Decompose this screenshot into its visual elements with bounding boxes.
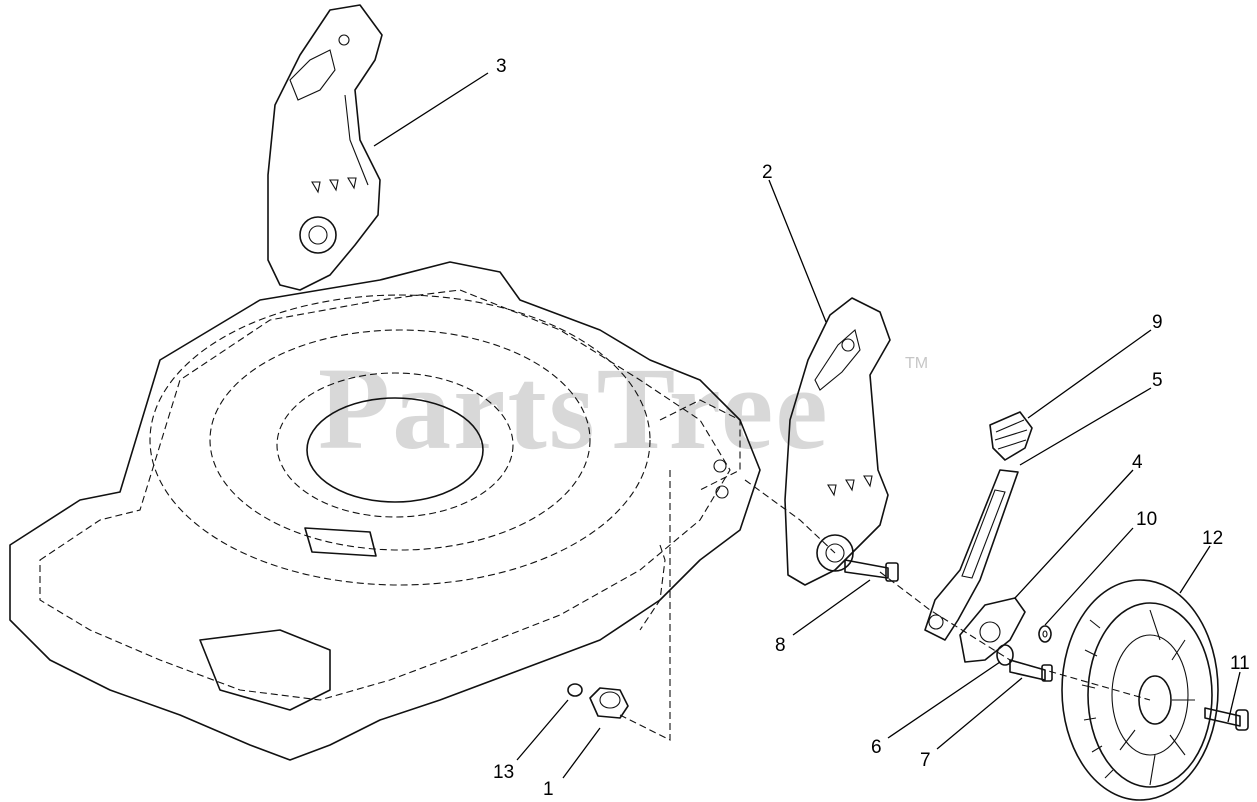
axis-line — [619, 470, 671, 741]
callout-2: 2 — [762, 162, 773, 183]
callout-3: 3 — [496, 56, 507, 77]
bushing — [589, 687, 629, 719]
lever-grip — [989, 411, 1033, 461]
adjuster-bracket-front — [744, 297, 891, 586]
washer-10 — [1038, 625, 1052, 643]
callout-11: 11 — [1230, 653, 1250, 674]
adjuster-bracket-rear — [267, 4, 383, 291]
callout-6: 6 — [871, 737, 882, 758]
pivot-plate — [959, 597, 1026, 663]
bolt-11 — [1204, 707, 1249, 731]
adjuster-lever — [924, 469, 1019, 641]
callout-12: 12 — [1202, 528, 1223, 549]
bolt-7 — [1009, 659, 1053, 682]
callout-5: 5 — [1152, 370, 1163, 391]
callout-4: 4 — [1132, 452, 1143, 473]
spacer-6 — [996, 644, 1014, 666]
nut-13 — [567, 683, 583, 697]
callout-13: 13 — [493, 762, 514, 783]
callout-7: 7 — [920, 750, 931, 771]
assembly-axis — [879, 571, 1151, 701]
leader-lines — [373, 72, 1241, 779]
watermark-trademark: TM — [905, 355, 928, 372]
callout-9: 9 — [1152, 312, 1163, 333]
bolt-8 — [844, 559, 899, 582]
callout-10: 10 — [1136, 509, 1157, 530]
wheel — [1061, 579, 1219, 801]
callout-1: 1 — [543, 779, 554, 800]
mower-deck — [9, 261, 761, 761]
callout-8: 8 — [775, 635, 786, 656]
watermark-text: PartsTree — [318, 343, 830, 474]
